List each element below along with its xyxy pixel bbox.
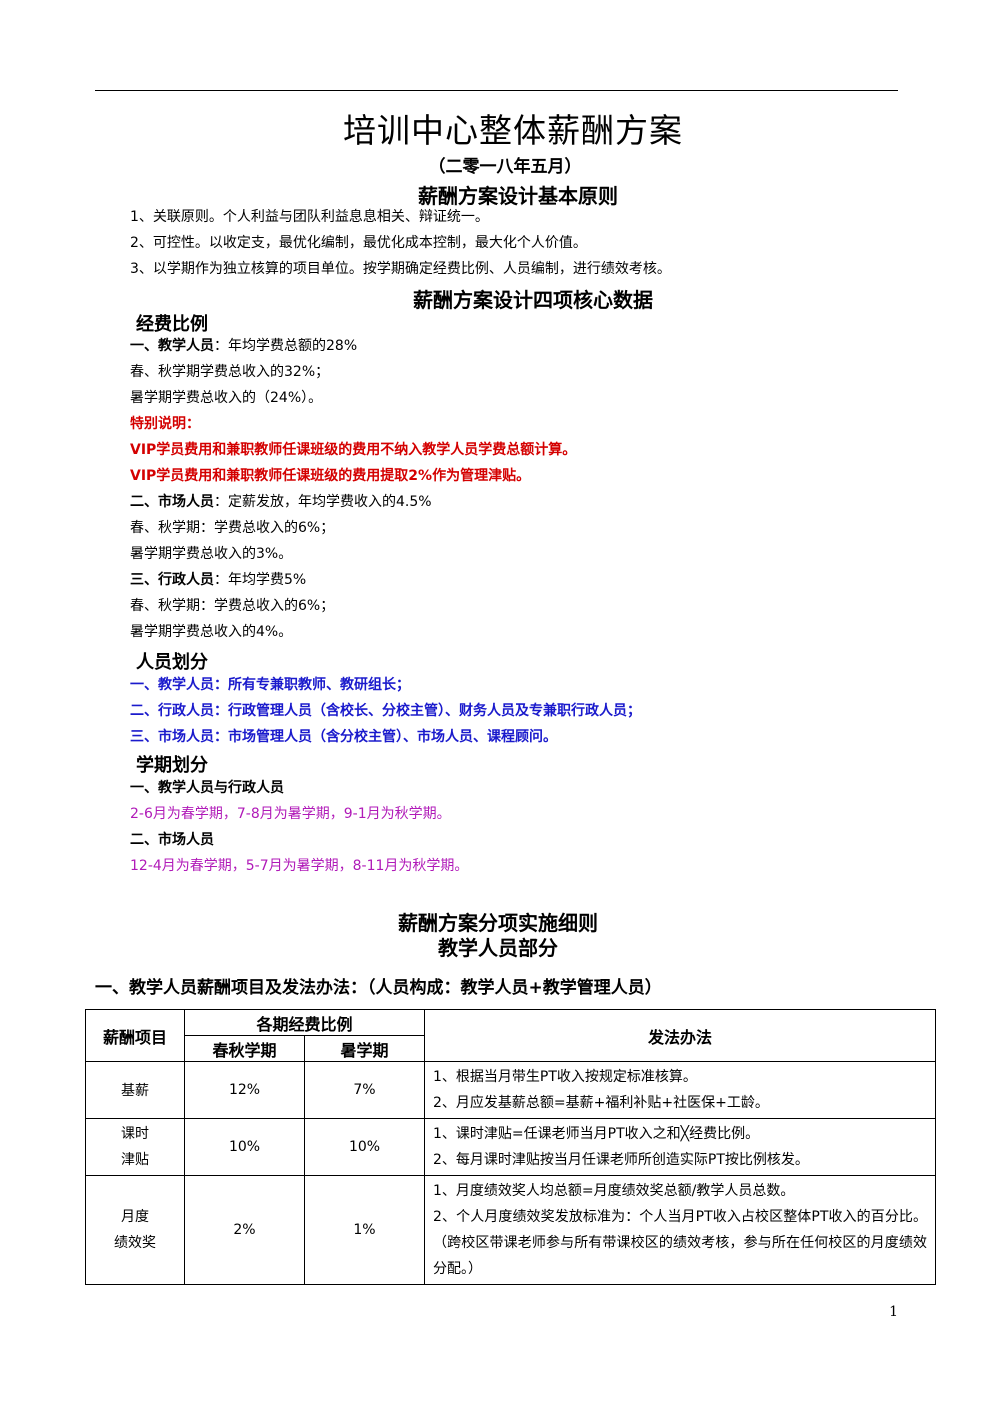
funding-heading: 经费比例 <box>136 314 208 335</box>
header-method: 发法办法 <box>424 1009 937 1062</box>
row-method: 1、课时津贴=任课老师当月PT收入之和╳经费比例。 2、每月课时津贴按当月任课老… <box>424 1118 937 1176</box>
principle-item: 2、可控性。以收定支，最优化编制，最优化成本控制，最大化个人价值。 <box>130 235 587 251</box>
terms-group-label: 二、市场人员 <box>130 832 214 848</box>
header-ratio: 各期经费比例 <box>183 1009 426 1036</box>
teaching-text: ：年均学费总额的28% <box>214 338 358 354</box>
row-item-line: 课时 <box>121 1126 149 1142</box>
market-text: ：定薪发放，年均学费收入的4.5% <box>214 494 432 510</box>
funding-detail: 春、秋学期：学费总收入的6%； <box>130 520 335 536</box>
header-summer: 暑学期 <box>303 1035 426 1062</box>
method-line: 1、课时津贴=任课老师当月PT收入之和╳经费比例。 <box>433 1126 760 1142</box>
staff-item: 三、市场人员：市场管理人员（含分校主管）、市场人员、课程顾问。 <box>130 729 557 745</box>
funding-detail: 暑学期学费总收入的4%。 <box>130 624 293 640</box>
special-note: VIP学员费用和兼职教师任课班级的费用提取2%作为管理津贴。 <box>130 468 531 484</box>
terms-group-text: 12-4月为春学期，5-7月为暑学期，8-11月为秋学期。 <box>130 858 469 874</box>
salary-table: 薪酬项目 各期经费比例 发法办法 春秋学期 暑学期 基薪 12% 7% 1、根据… <box>85 1009 937 1285</box>
teaching-label: 一、教学人员 <box>130 338 214 354</box>
staff-item: 二、行政人员：行政管理人员（含校长、分校主管）、财务人员及专兼职行政人员； <box>130 703 641 719</box>
principles-heading: 薪酬方案设计基本原则 <box>418 184 618 208</box>
header-item: 薪酬项目 <box>85 1009 185 1062</box>
table-row: 月度 绩效奖 2% 1% 1、月度绩效奖人均总额=月度绩效奖总额/教学人员总数。… <box>85 1175 937 1285</box>
section-title: 一、教学人员薪酬项目及发法办法：（人员构成：教学人员+教学管理人员） <box>95 978 662 998</box>
row-summer: 1% <box>303 1175 426 1285</box>
table-row: 课时 津贴 10% 10% 1、课时津贴=任课老师当月PT收入之和╳经费比例。 … <box>85 1118 937 1176</box>
row-summer: 7% <box>303 1061 426 1119</box>
row-item: 课时 津贴 <box>85 1118 185 1176</box>
funding-detail: 春、秋学期学费总收入的32%； <box>130 364 330 380</box>
admin-funding-line: 三、行政人员：年均学费5% <box>130 570 306 590</box>
page-number: 1 <box>889 1304 898 1320</box>
terms-group-label: 一、教学人员与行政人员 <box>130 780 284 796</box>
core-data-heading: 薪酬方案设计四项核心数据 <box>413 288 653 312</box>
terms-group-text: 2-6月为春学期，7-8月为暑学期，9-1月为秋学期。 <box>130 806 451 822</box>
row-method: 1、月度绩效奖人均总额=月度绩效奖总额/教学人员总数。 2、个人月度绩效奖发放标… <box>424 1175 937 1285</box>
method-line: 2、个人月度绩效奖发放标准为：个人当月PT收入占校区整体PT收入的百分比。（跨校… <box>433 1209 928 1277</box>
row-item: 月度 绩效奖 <box>85 1175 185 1285</box>
teaching-funding-line: 一、教学人员：年均学费总额的28% <box>130 336 357 356</box>
method-line: 2、月应发基薪总额=基薪+福利补贴+社医保+工龄。 <box>433 1095 769 1111</box>
special-note-label: 特别说明： <box>130 416 200 432</box>
special-note: VIP学员费用和兼职教师任课班级的费用不纳入教学人员学费总额计算。 <box>130 442 577 458</box>
row-item-line: 津贴 <box>121 1152 149 1168</box>
admin-text: ：年均学费5% <box>214 572 307 588</box>
staff-item: 一、教学人员：所有专兼职教师、教研组长； <box>130 677 410 693</box>
details-heading: 薪酬方案分项实施细则 <box>398 911 598 935</box>
teaching-section-heading: 教学人员部分 <box>438 936 558 960</box>
market-funding-line: 二、市场人员：定薪发放，年均学费收入的4.5% <box>130 492 432 512</box>
row-item: 基薪 <box>85 1061 185 1119</box>
funding-detail: 春、秋学期：学费总收入的6%； <box>130 598 335 614</box>
document-date: （二零一八年五月） <box>428 157 582 177</box>
terms-heading: 学期划分 <box>136 755 208 776</box>
document-title: 培训中心整体薪酬方案 <box>343 111 683 150</box>
admin-label: 三、行政人员 <box>130 572 214 588</box>
row-spring-autumn: 10% <box>184 1118 305 1176</box>
funding-detail: 暑学期学费总收入的（24%）。 <box>130 390 323 406</box>
method-line: 1、月度绩效奖人均总额=月度绩效奖总额/教学人员总数。 <box>433 1183 795 1199</box>
funding-detail: 暑学期学费总收入的3%。 <box>130 546 293 562</box>
header-rule <box>95 90 898 91</box>
market-label: 二、市场人员 <box>130 494 214 510</box>
principle-item: 3、以学期作为独立核算的项目单位。按学期确定经费比例、人员编制，进行绩效考核。 <box>130 261 671 277</box>
row-spring-autumn: 12% <box>184 1061 305 1119</box>
row-method: 1、根据当月带生PT收入按规定标准核算。 2、月应发基薪总额=基薪+福利补贴+社… <box>424 1061 937 1119</box>
row-spring-autumn: 2% <box>184 1175 305 1285</box>
staff-heading: 人员划分 <box>136 652 208 673</box>
row-item-line: 绩效奖 <box>114 1235 156 1251</box>
table-row: 基薪 12% 7% 1、根据当月带生PT收入按规定标准核算。 2、月应发基薪总额… <box>85 1061 937 1119</box>
row-item-line: 月度 <box>121 1209 149 1225</box>
method-line: 1、根据当月带生PT收入按规定标准核算。 <box>433 1069 697 1085</box>
header-spring-autumn: 春秋学期 <box>184 1035 305 1062</box>
table-header-row: 薪酬项目 各期经费比例 发法办法 <box>85 1009 937 1062</box>
table-subheader-row: 春秋学期 暑学期 <box>86 1035 936 1062</box>
principle-item: 1、关联原则。个人利益与团队利益息息相关、辩证统一。 <box>130 209 489 225</box>
method-line: 2、每月课时津贴按当月任课老师所创造实际PT按比例核发。 <box>433 1152 809 1168</box>
row-summer: 10% <box>303 1118 426 1176</box>
